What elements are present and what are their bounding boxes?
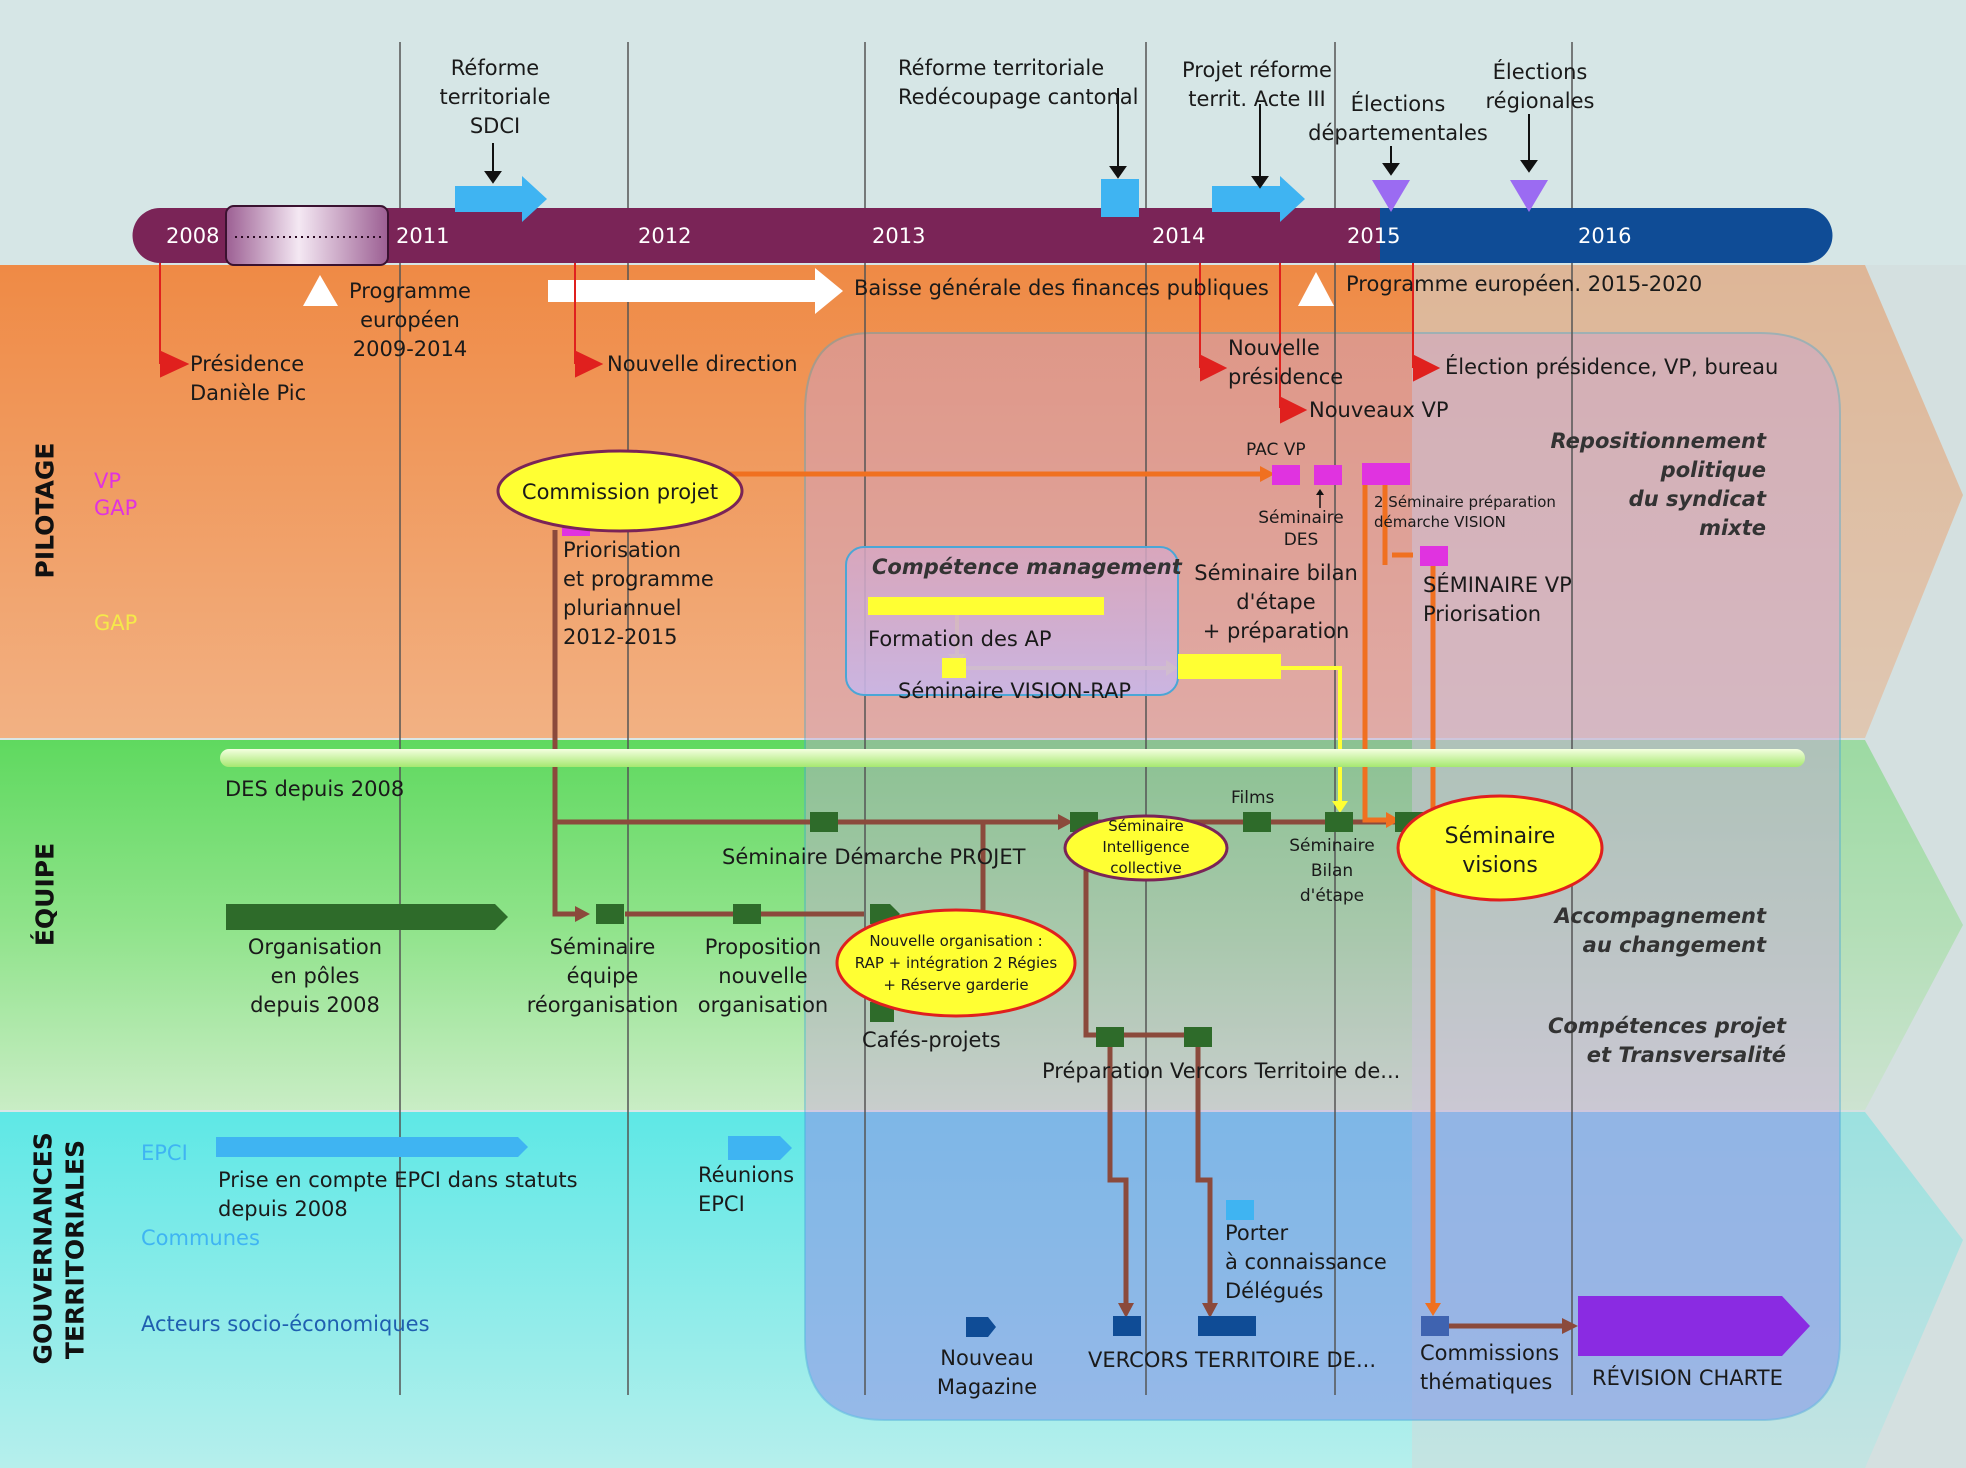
arrow-revision-charte: [1578, 1296, 1810, 1356]
label-vercors-territoire: VERCORS TERRITOIRE DE...: [1088, 1348, 1376, 1372]
side-label-communes: Communes: [141, 1226, 260, 1250]
year-2012: 2012: [638, 224, 692, 248]
timeline-bar-future: [1380, 208, 1833, 263]
triangle-elections-reg: [1510, 180, 1548, 212]
side-label-acteurs: Acteurs socio-économiques: [141, 1312, 430, 1336]
band-title-gouvernances-1: GOUVERNANCES: [28, 1132, 58, 1365]
year-gridlines: [399, 42, 1573, 1395]
year-2013: 2013: [872, 224, 926, 248]
bar-epci-statuts: [216, 1137, 528, 1157]
event-nouveaux-vp: Nouveaux VP: [1309, 398, 1449, 422]
brown-heads: [575, 814, 1578, 1334]
marker-vercors-1: [1113, 1316, 1141, 1336]
year-2014: 2014: [1152, 224, 1206, 248]
event-baisse-finances: Baisse générale des finances publiques: [854, 276, 1269, 300]
label-cafes-projets: Cafés-projets: [862, 1028, 1001, 1052]
band-title-pilotage: PILOTAGE: [30, 442, 60, 579]
label-pac-vp: PAC VP: [1246, 440, 1306, 460]
ellipse-seminaire-intelligence: [1063, 814, 1229, 882]
marker-vercors-2: [1198, 1316, 1256, 1336]
label-formation-ap: Formation des AP: [868, 627, 1052, 651]
ellipse-nouvelle-organisation: [835, 908, 1077, 1018]
side-label-vp: VP: [94, 469, 122, 493]
year-2015: 2015: [1347, 224, 1401, 248]
side-label-epci: EPCI: [141, 1141, 188, 1165]
ellipse-seminaire-visions: [1396, 794, 1604, 902]
side-label-gap-1: GAP: [94, 496, 138, 520]
triangle-elections-dep: [1372, 180, 1410, 212]
year-2016: 2016: [1578, 224, 1632, 248]
square-redecoupage: [1101, 179, 1139, 217]
side-label-gap-2: GAP: [94, 611, 138, 635]
bar-formation-ap: [868, 597, 1104, 615]
bar-reunions-epci: [728, 1136, 792, 1160]
arrow-baisse-finances: [548, 268, 843, 314]
des-bar: [220, 749, 1805, 767]
marker-nouveau-magazine: [966, 1317, 996, 1337]
year-2008: 2008: [166, 224, 220, 248]
label-des-depuis: DES depuis 2008: [225, 777, 405, 801]
band-title-equipe: ÉQUIPE: [30, 842, 60, 947]
band-title-gouvernances-2: TERRITORIALES: [60, 1139, 90, 1360]
label-revision-charte: RÉVISION CHARTE: [1592, 1366, 1783, 1390]
label-competence-management: Compétence management: [872, 555, 1182, 579]
label-commission-projet: Commission projet: [521, 480, 719, 504]
label-nouvelle-organisation: Nouvelle organisation :RAP + intégration…: [854, 932, 1058, 994]
event-nouvelle-direction: Nouvelle direction: [607, 352, 798, 376]
bar-seminaire-bilan: [1178, 654, 1281, 679]
event-programme-europeen-2015: Programme européen. 2015-2020: [1346, 272, 1703, 296]
triangle-programme-2015: [1298, 272, 1334, 306]
green-milestones: [226, 812, 1423, 1047]
event-pointers: [484, 88, 1538, 189]
square-porter: [1226, 1200, 1254, 1220]
orange-heads: [1260, 466, 1441, 1316]
label-seminaire-demarche: Séminaire Démarche PROJET: [722, 845, 1026, 869]
label-films: Films: [1231, 788, 1275, 808]
timeline-zoom-marker: [225, 205, 389, 266]
label-seminaire-vision-rap: Séminaire VISION-RAP: [898, 679, 1131, 703]
timeline-bar-past: [132, 208, 1400, 263]
arrow-acte3: [1212, 176, 1305, 222]
year-2011: 2011: [396, 224, 450, 248]
competence-management-box: [845, 546, 1179, 696]
red-flags: [159, 263, 1441, 424]
arrow-reforme-sdci: [455, 176, 547, 222]
event-election-bureau: Élection présidence, VP, bureau: [1445, 355, 1779, 379]
triangle-programme-2009: [303, 275, 338, 306]
ellipse-commission-projet: [496, 449, 744, 533]
label-preparation-vercors: Préparation Vercors Territoire de...: [1042, 1059, 1401, 1083]
marker-commissions: [1421, 1316, 1449, 1336]
